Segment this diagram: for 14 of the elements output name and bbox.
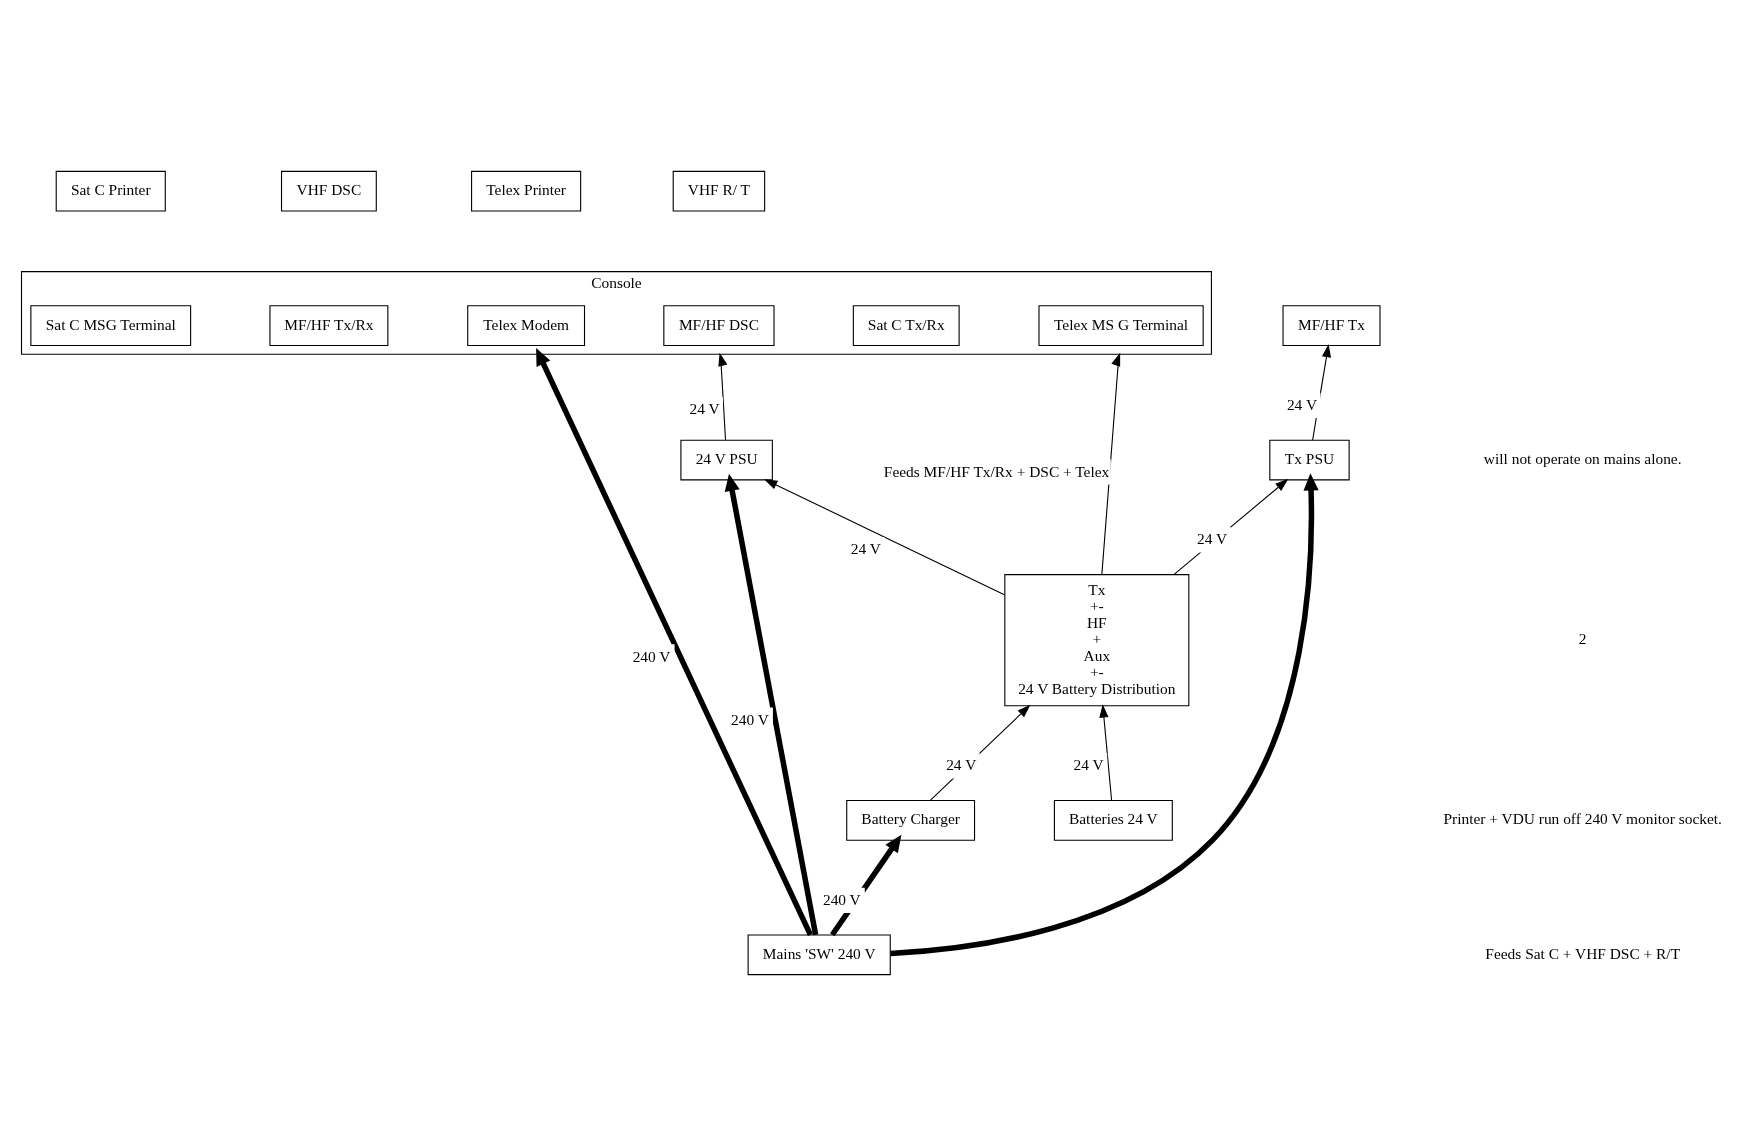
label: will not operate on mains alone. (1483, 450, 1682, 468)
label: Feeds Sat C + VHF DSC + R/T (1485, 944, 1681, 962)
edge-label: 24 V (1073, 756, 1104, 774)
label: 2 (1578, 630, 1587, 648)
edge-label: Feeds MF/HF Tx/Rx + DSC + Telex (883, 462, 1110, 480)
edge-label: 240 V (632, 647, 671, 665)
edge-label: 24 V (1197, 530, 1228, 548)
edge-label: 240 V (822, 890, 861, 908)
label: Printer + VDU run off 240 V monitor socket. (1443, 810, 1722, 828)
edge-label: 24 V (946, 756, 977, 774)
edge-label: 240 V (731, 710, 769, 728)
edge-label: 24 V (1286, 395, 1318, 413)
edge-label: 24 V (850, 540, 881, 558)
edge-label: 24 V (689, 400, 720, 418)
